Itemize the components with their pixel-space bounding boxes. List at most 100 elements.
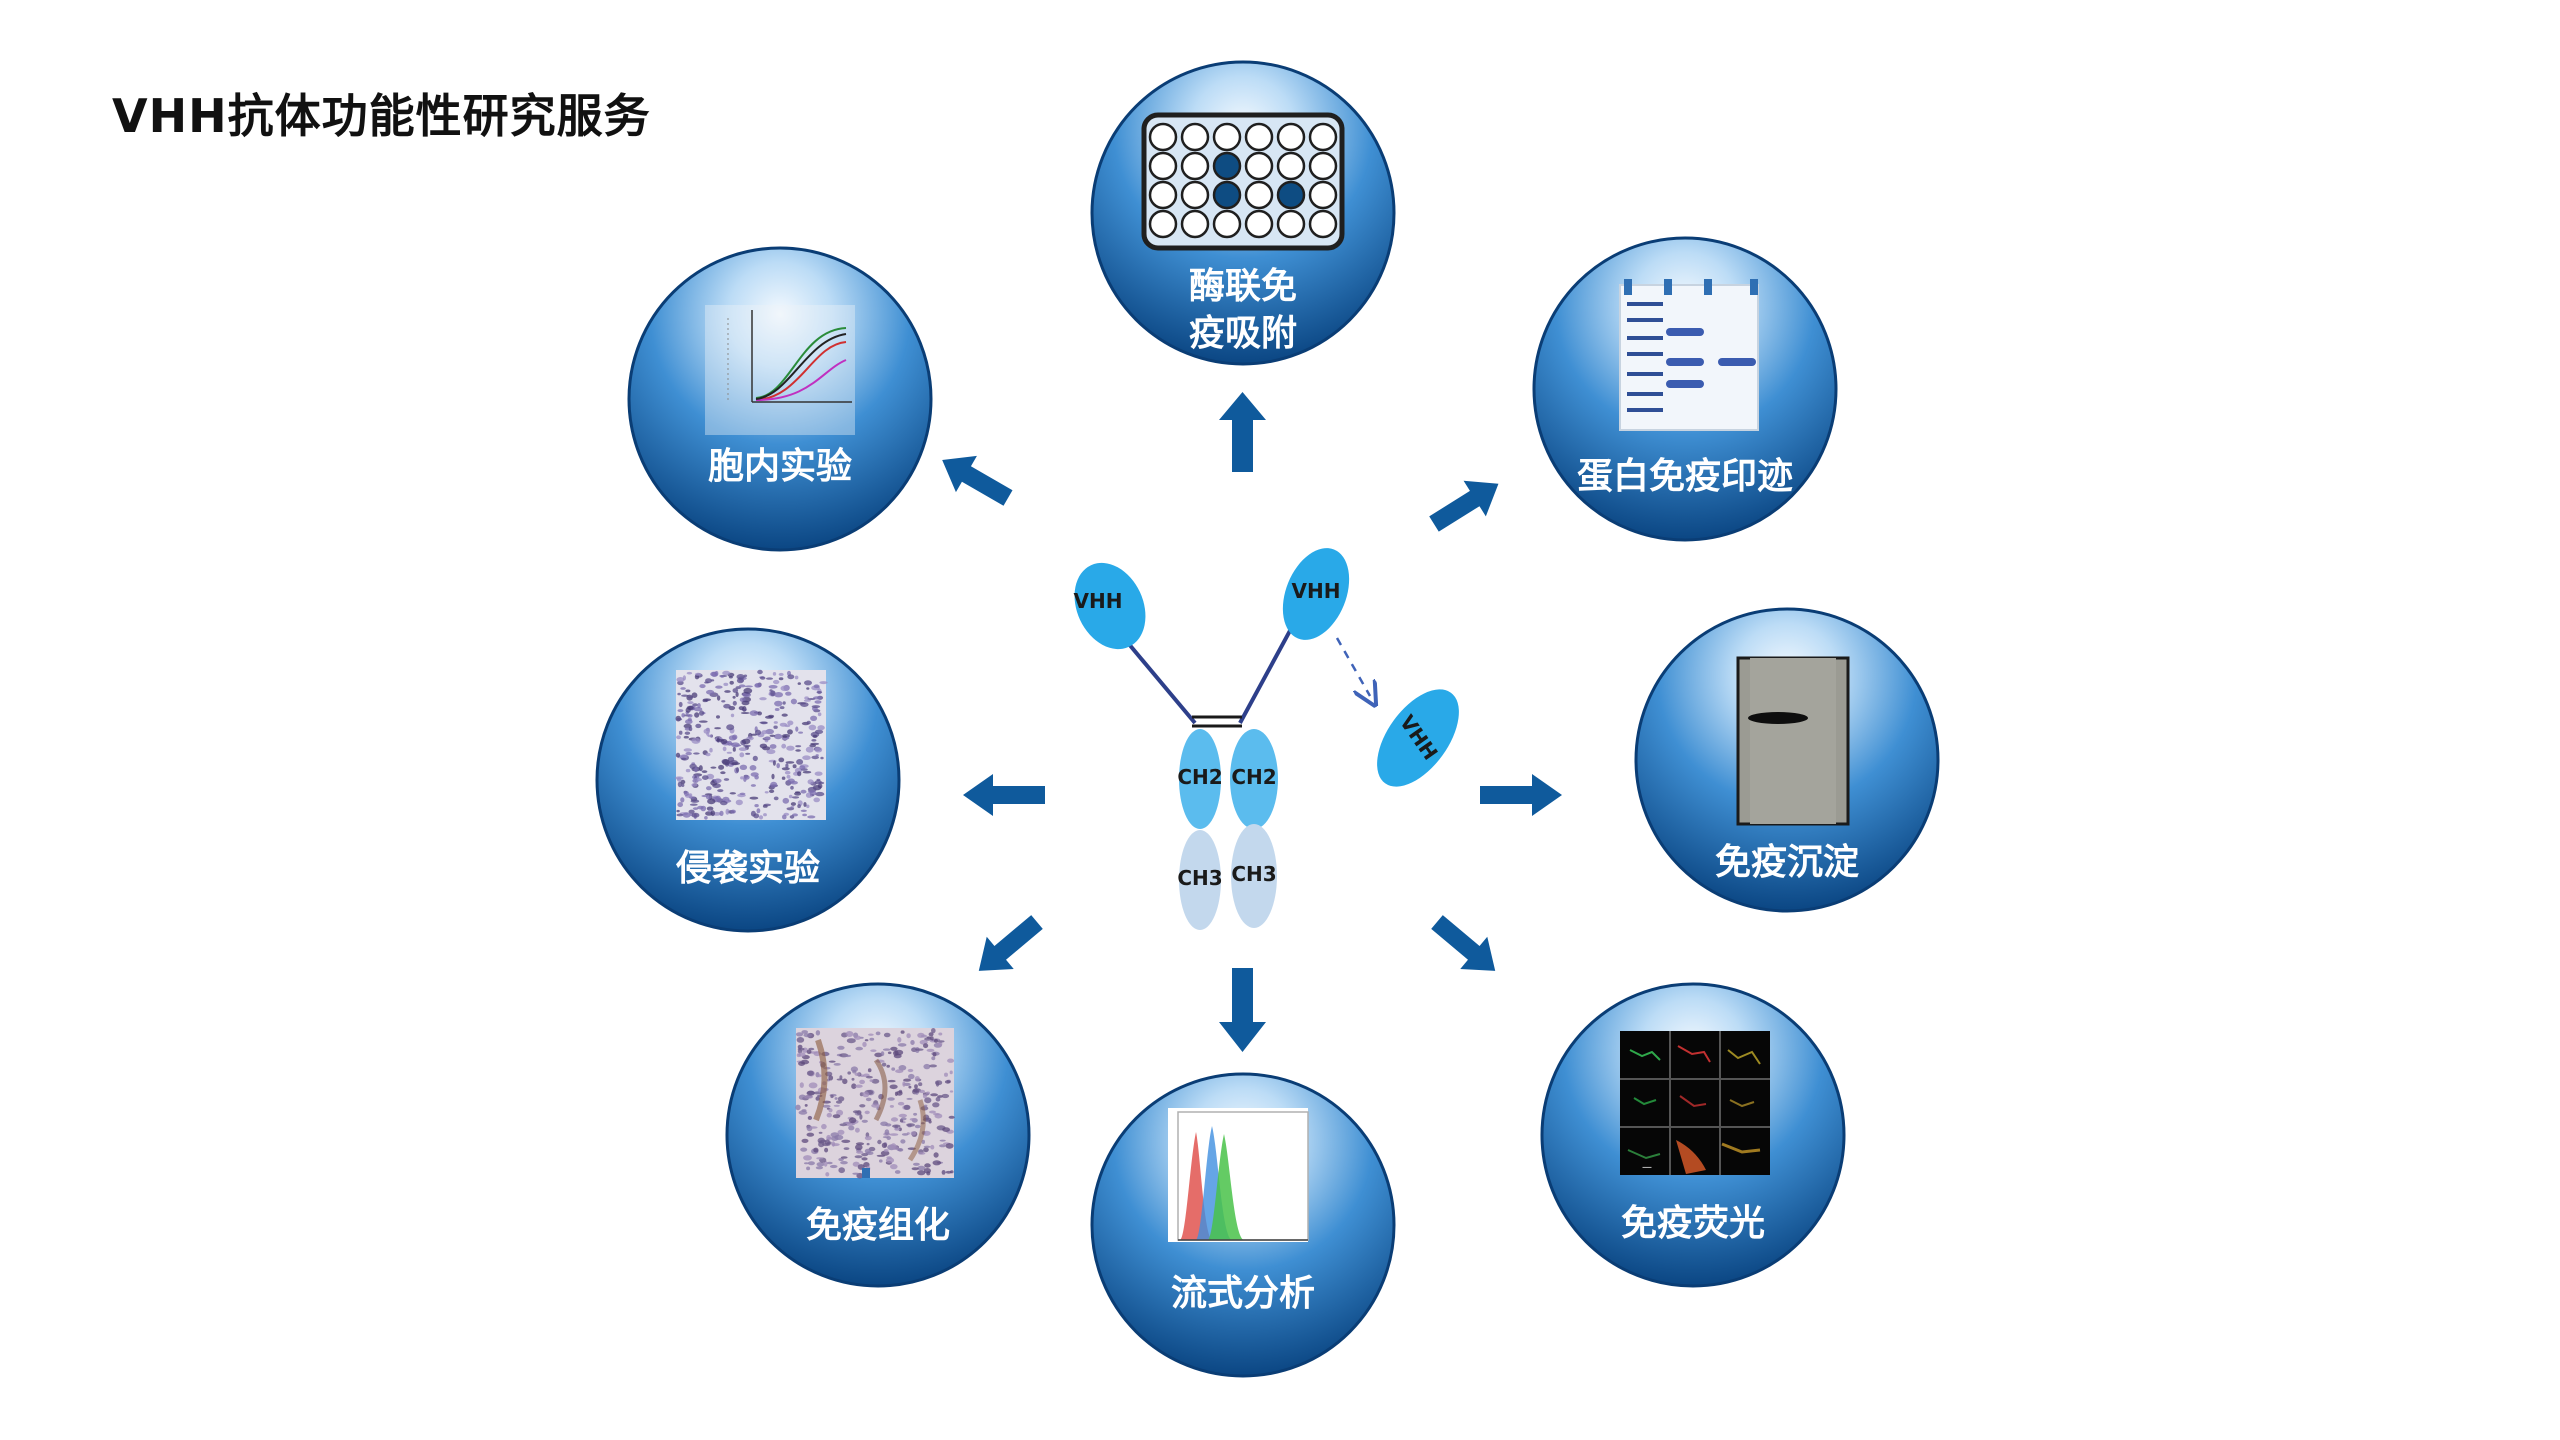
texture-speck (761, 730, 769, 735)
texture-speck (714, 778, 722, 784)
arrows (942, 392, 1562, 1052)
texture-speck (798, 1052, 806, 1057)
texture-speck (789, 815, 795, 819)
elisa-well (1308, 122, 1338, 152)
arrow-down-icon (1219, 968, 1266, 1052)
texture-speck (729, 680, 734, 685)
texture-speck (891, 1067, 896, 1071)
texture-speck (766, 749, 776, 755)
service-ip: 免疫沉淀 (1634, 607, 1940, 913)
texture-speck (934, 1038, 938, 1043)
texture-speck (680, 779, 686, 785)
vhh-right-label: VHH (1292, 579, 1341, 603)
texture-speck (797, 682, 801, 685)
texture-speck (866, 1075, 873, 1079)
texture-speck (681, 694, 689, 697)
arrow-downleft-icon (978, 915, 1043, 971)
texture-speck (913, 1162, 920, 1166)
texture-speck (693, 707, 703, 712)
texture-speck (862, 1091, 870, 1098)
texture-speck (726, 724, 735, 731)
texture-speck (705, 678, 712, 684)
texture-speck (745, 752, 751, 755)
texture-speck (699, 684, 706, 689)
texture-speck (740, 712, 750, 714)
texture-speck (806, 720, 811, 725)
texture-speck (686, 694, 693, 701)
left-arm-line (1121, 635, 1197, 725)
texture-speck (813, 1147, 819, 1153)
texture-speck (887, 1097, 895, 1101)
texture-speck (892, 1124, 901, 1128)
texture-speck (941, 1170, 946, 1175)
texture-speck (678, 730, 683, 735)
texture-speck (933, 1152, 939, 1158)
texture-speck (806, 687, 810, 690)
elisa-well (1180, 151, 1210, 181)
texture-speck (810, 742, 820, 746)
texture-speck (689, 803, 698, 806)
texture-speck (929, 1110, 936, 1114)
texture-speck (804, 1104, 808, 1107)
texture-speck (785, 761, 795, 764)
texture-speck (680, 687, 686, 690)
tissue-stain-icon (795, 1028, 955, 1179)
texture-speck (915, 1048, 924, 1051)
texture-speck (792, 764, 797, 769)
texture-speck (778, 677, 784, 681)
texture-speck (918, 1152, 926, 1155)
texture-speck (803, 699, 812, 702)
texture-speck (804, 1162, 809, 1165)
texture-speck (817, 1137, 825, 1144)
texture-speck (707, 734, 712, 738)
texture-speck (881, 1062, 887, 1067)
elisa-well (1148, 180, 1178, 210)
texture-speck (782, 701, 786, 705)
texture-speck (806, 1132, 815, 1137)
texture-speck (942, 1127, 950, 1132)
texture-speck (796, 759, 804, 765)
texture-speck (889, 1133, 899, 1136)
texture-speck (848, 1125, 855, 1131)
texture-speck (794, 792, 802, 796)
arrow-downright-icon (1431, 915, 1496, 971)
texture-speck (805, 746, 814, 753)
texture-speck (698, 765, 703, 772)
texture-speck (764, 791, 769, 794)
texture-speck (822, 1104, 831, 1108)
svg-text:—: — (1642, 1162, 1652, 1173)
texture-speck (758, 815, 764, 820)
texture-speck (786, 807, 795, 811)
texture-speck (771, 773, 775, 780)
texture-speck (880, 1051, 885, 1057)
texture-speck (800, 789, 807, 794)
texture-speck (804, 680, 812, 686)
texture-speck (685, 768, 691, 773)
texture-speck (735, 691, 739, 698)
texture-speck (719, 810, 724, 817)
vhh-left-label: VHH (1074, 589, 1123, 613)
texture-speck (906, 1097, 913, 1100)
texture-speck (732, 747, 736, 752)
texture-speck (736, 678, 744, 684)
texture-speck (778, 672, 784, 676)
texture-speck (723, 682, 729, 687)
texture-speck (902, 1081, 906, 1087)
texture-speck (674, 776, 684, 780)
texture-speck (846, 1038, 856, 1044)
texture-speck (847, 1071, 851, 1075)
texture-speck (676, 717, 683, 721)
texture-speck (732, 700, 737, 706)
ch2-right-domain (1230, 729, 1278, 829)
texture-speck (871, 1078, 880, 1084)
texture-speck (795, 749, 801, 752)
texture-speck (691, 692, 698, 698)
texture-speck (817, 783, 823, 789)
vhh-free-domain (1377, 689, 1459, 787)
texture-speck (800, 809, 807, 812)
texture-speck (907, 1068, 914, 1073)
texture-speck (856, 1150, 864, 1154)
texture-speck (825, 1172, 830, 1177)
texture-speck (730, 809, 736, 814)
texture-speck (682, 812, 691, 818)
